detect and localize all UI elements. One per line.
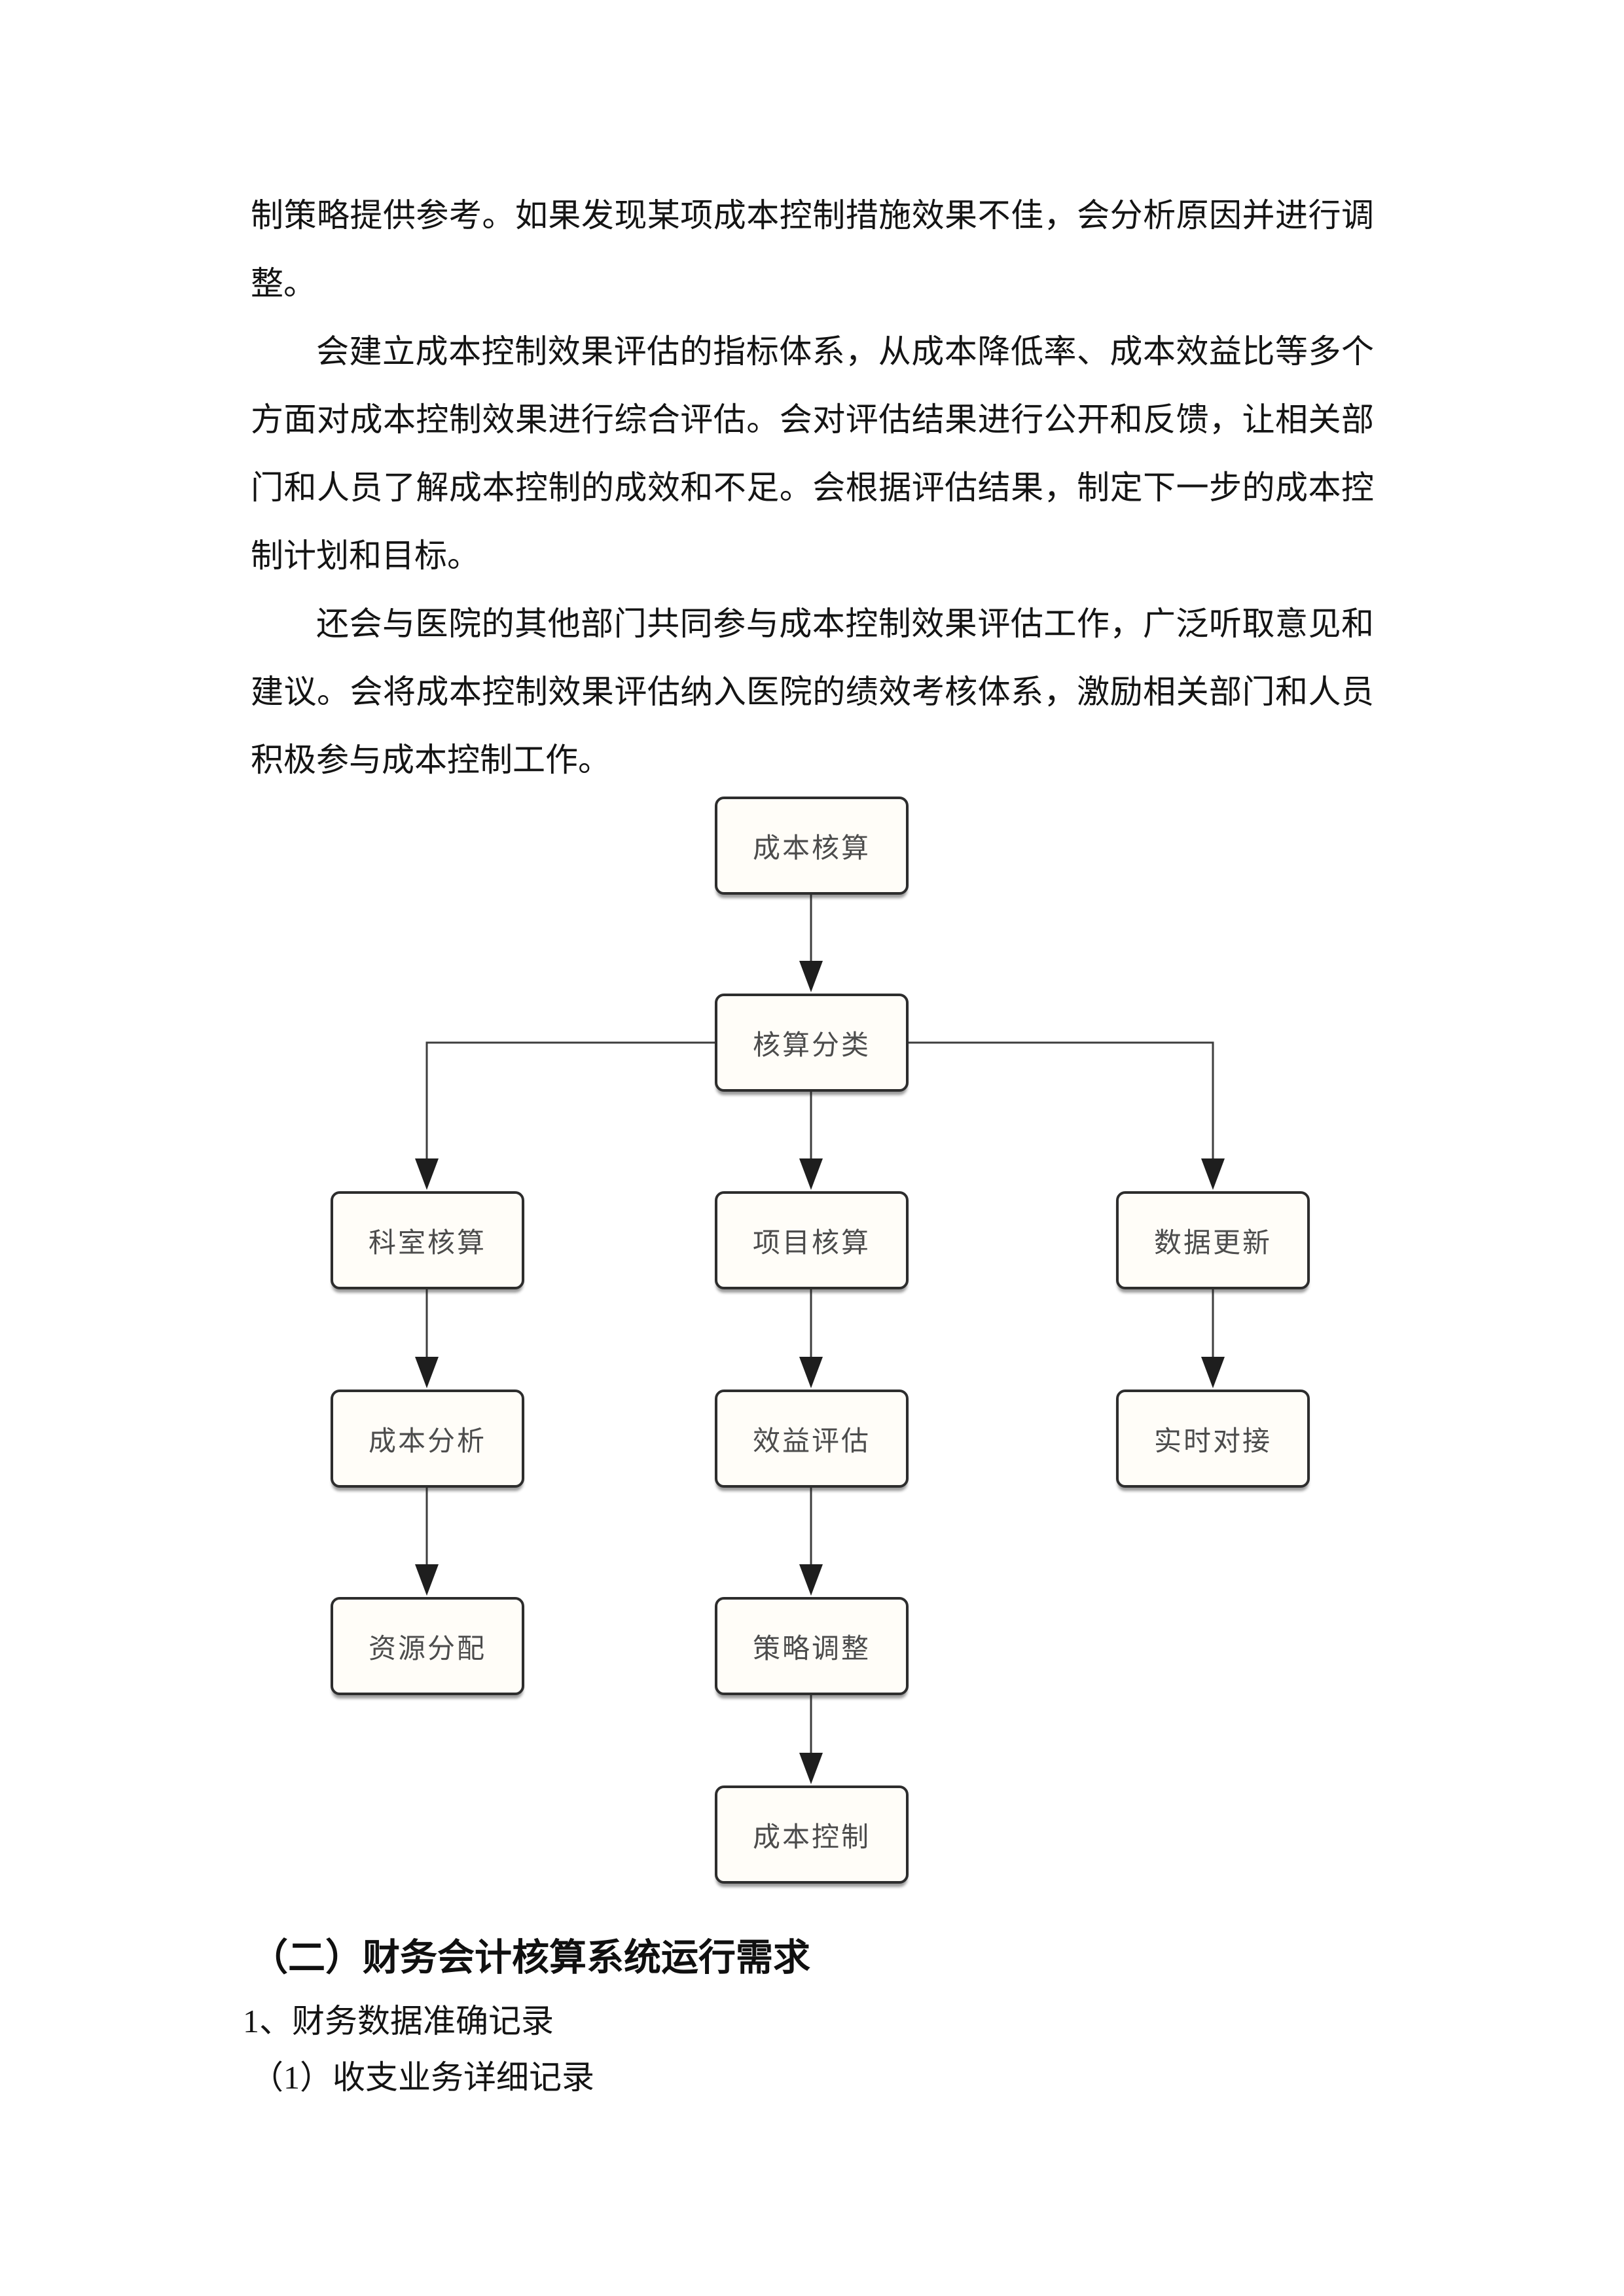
- arrowhead-icon: [415, 1357, 439, 1388]
- arrowhead-icon: [415, 1564, 439, 1596]
- arrowhead-icon: [799, 1158, 823, 1190]
- paragraph: 还会与医院的其他部门共同参与成本控制效果评估工作，广泛听取意见和建议。会将成本控…: [251, 605, 1374, 778]
- flow-node-benefit-evaluation: 效益评估: [715, 1390, 909, 1488]
- flow-node-cost-accounting: 成本核算: [715, 797, 909, 895]
- flow-node-label: 成本控制: [752, 1822, 871, 1853]
- flow-node-resource-allocation: 资源分配: [331, 1597, 524, 1695]
- flow-node-cost-analysis: 成本分析: [331, 1390, 524, 1488]
- arrowhead-icon: [799, 1564, 823, 1596]
- arrowhead-icon: [1201, 1357, 1225, 1388]
- flow-node-strategy-adjustment: 策略调整: [715, 1597, 909, 1695]
- flow-node-accounting-classification: 核算分类: [715, 994, 909, 1092]
- flow-node-label: 科室核算: [368, 1228, 486, 1259]
- flow-node-label: 成本核算: [752, 833, 871, 864]
- flow-node-label: 策略调整: [752, 1634, 871, 1664]
- arrowhead-icon: [799, 1753, 823, 1784]
- flow-node-label: 实时对接: [1153, 1426, 1272, 1457]
- paragraph-block: 制策略提供参考。如果发现某项成本控制措施效果不佳，会分析原因并进行调整。 会建立…: [251, 181, 1374, 794]
- arrowhead-icon: [415, 1158, 439, 1190]
- flow-node-cost-control: 成本控制: [715, 1785, 909, 1884]
- flow-node-label: 数据更新: [1153, 1228, 1272, 1259]
- flow-node-realtime-connection: 实时对接: [1116, 1390, 1310, 1488]
- arrowhead-icon: [1201, 1158, 1225, 1190]
- paragraph: 制策略提供参考。如果发现某项成本控制措施效果不佳，会分析原因并进行调整。: [251, 197, 1374, 302]
- paragraph: 会建立成本控制效果评估的指标体系，从成本降低率、成本效益比等多个方面对成本控制效…: [251, 333, 1374, 574]
- flow-node-label: 效益评估: [752, 1426, 871, 1457]
- flow-node-data-update: 数据更新: [1116, 1191, 1310, 1289]
- flow-node-label: 核算分类: [752, 1030, 871, 1061]
- flow-node-label: 成本分析: [368, 1426, 486, 1457]
- sub-heading-level1: 1、财务数据准确记录: [243, 2003, 554, 2039]
- section-heading: （二）财务会计核算系统运行需求: [251, 1937, 810, 1979]
- flow-node-project-accounting: 项目核算: [715, 1191, 909, 1289]
- arrowhead-icon: [799, 961, 823, 992]
- flow-node-label: 资源分配: [368, 1634, 486, 1664]
- flow-node-department-accounting: 科室核算: [331, 1191, 524, 1289]
- arrowhead-icon: [799, 1357, 823, 1388]
- edge-classification-to-department: [425, 1041, 715, 1160]
- flow-node-label: 项目核算: [752, 1228, 871, 1259]
- sub-heading-level2: （1）收支业务详细记录: [251, 2059, 594, 2096]
- edge-classification-to-data-update: [909, 1041, 1214, 1160]
